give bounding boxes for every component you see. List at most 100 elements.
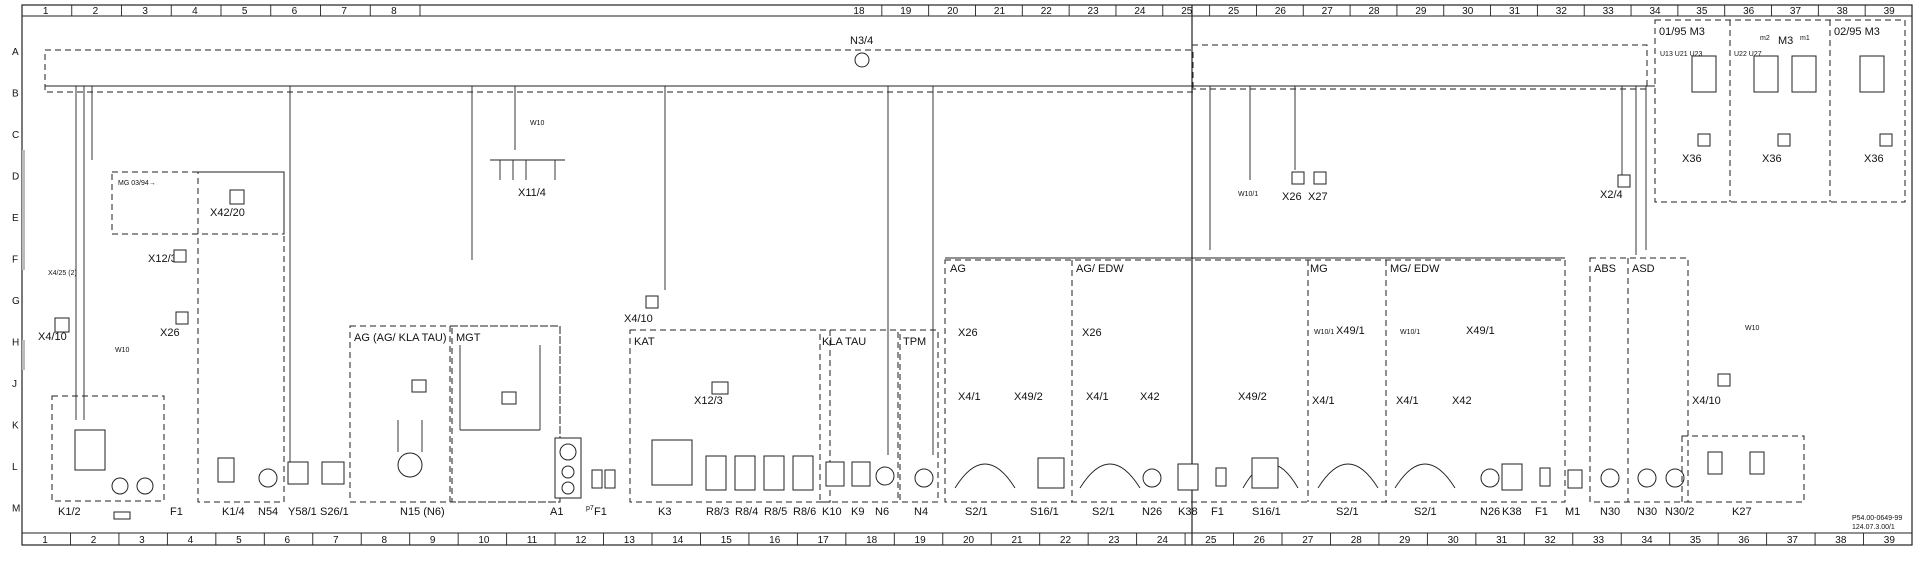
- relay-icon: [74, 429, 106, 471]
- group-mgt-label: MGT: [456, 332, 481, 344]
- component-label: A1: [550, 506, 563, 518]
- component-label: F1: [170, 506, 183, 518]
- component-label: R8/5: [764, 506, 787, 518]
- svg-text:X26: X26: [958, 327, 978, 339]
- component-label: K1/4: [222, 506, 245, 518]
- svg-text:X4/1: X4/1: [1312, 395, 1335, 407]
- kla-tau-box: [819, 329, 899, 503]
- k9-relay-icon: [851, 461, 871, 487]
- column-number: 24: [1134, 6, 1146, 17]
- m1-icon: [1567, 469, 1583, 489]
- switch-icon: [321, 461, 345, 485]
- svg-text:X2/4: X2/4: [1600, 189, 1623, 201]
- k38-relay-icon: [1177, 463, 1199, 491]
- column-number: 1: [42, 535, 48, 546]
- svg-text:X26: X26: [160, 327, 180, 339]
- svg-text:X4/10: X4/10: [1692, 395, 1721, 407]
- fuse-icon: [604, 469, 616, 489]
- group-m3b-m2: m2: [1760, 35, 1770, 42]
- svg-text:X26: X26: [1082, 327, 1102, 339]
- column-number: 32: [1556, 6, 1568, 17]
- svg-text:X42: X42: [1140, 391, 1160, 403]
- row-letter: L: [12, 462, 18, 473]
- row-letter: B: [12, 88, 19, 99]
- svg-text:X12/3: X12/3: [148, 253, 177, 265]
- component-label: M1: [1565, 506, 1580, 518]
- component-label: N4: [914, 506, 928, 518]
- column-number: 16: [769, 535, 781, 546]
- n30-icon-2: [1637, 468, 1657, 488]
- column-number: 21: [994, 6, 1006, 17]
- group-m3c-label: 02/95 M3: [1834, 26, 1880, 38]
- column-number: 18: [853, 6, 865, 17]
- component-label: N6: [875, 506, 889, 518]
- column-number: 32: [1545, 535, 1557, 546]
- svg-text:X4/1: X4/1: [1396, 395, 1419, 407]
- component-label: S2/1: [965, 506, 988, 518]
- column-number: 20: [947, 6, 959, 17]
- column-number: 8: [391, 6, 397, 17]
- motor-icon: [397, 452, 423, 478]
- x26-connector-4: [1291, 171, 1305, 185]
- column-number: 34: [1649, 6, 1661, 17]
- n4-icon: [914, 468, 934, 488]
- relay-icon: [217, 457, 235, 483]
- svg-text:p7: p7: [586, 505, 594, 512]
- svg-text:X12/3: X12/3: [694, 395, 723, 407]
- svg-text:X36: X36: [1864, 153, 1884, 165]
- svg-text:X49/2: X49/2: [1238, 391, 1267, 403]
- ag-kla-tau-box: [349, 325, 451, 503]
- x4-10-connector-left: [54, 317, 70, 333]
- n30-icon: [1600, 468, 1620, 488]
- column-number: 27: [1302, 535, 1314, 546]
- relay-icon: [1749, 451, 1765, 475]
- k10-relay-icon: [825, 461, 845, 487]
- fuse-icon: [1215, 467, 1227, 487]
- column-number: 9: [430, 535, 436, 546]
- svg-text:X49/2: X49/2: [1014, 391, 1043, 403]
- component-label: S26/1: [320, 506, 349, 518]
- group-mg-label: MG: [1310, 263, 1328, 275]
- column-number: 26: [1275, 6, 1287, 17]
- row-letter: D: [12, 171, 19, 182]
- pump-motor-icon: [1791, 55, 1817, 93]
- component-label: F1: [594, 506, 607, 518]
- svg-text:X49/1: X49/1: [1336, 325, 1365, 337]
- column-number: 31: [1509, 6, 1521, 17]
- svg-text:X42/20: X42/20: [210, 207, 245, 219]
- component-label: Y58/1: [288, 506, 317, 518]
- k27-box: [1681, 435, 1805, 503]
- svg-text:W10/1: W10/1: [1400, 329, 1420, 336]
- svg-text:X4/1: X4/1: [958, 391, 981, 403]
- motor-icon: [258, 468, 278, 488]
- svg-text:MG 03/94→: MG 03/94→: [118, 180, 156, 187]
- column-number: 38: [1837, 6, 1849, 17]
- motor-icon: [136, 477, 154, 495]
- column-number: 19: [915, 535, 927, 546]
- component-label: K3: [658, 506, 671, 518]
- column-number: 21: [1011, 535, 1023, 546]
- column-number: 17: [818, 535, 830, 546]
- column-number: 33: [1603, 6, 1615, 17]
- column-number: 29: [1415, 6, 1427, 17]
- column-number: 28: [1351, 535, 1363, 546]
- column-number: 30: [1462, 6, 1474, 17]
- component-label: S16/1: [1252, 506, 1281, 518]
- group-m3a-label: 01/95 M3: [1659, 26, 1705, 38]
- column-number: 6: [285, 535, 291, 546]
- connector-icon: [854, 52, 870, 68]
- column-number: 10: [478, 535, 490, 546]
- group-m3b-m1: m1: [1800, 35, 1810, 42]
- svg-text:W10/1: W10/1: [1238, 191, 1258, 198]
- group-asd-label: ASD: [1632, 263, 1655, 275]
- svg-text:X4/1: X4/1: [1086, 391, 1109, 403]
- row-letter: C: [12, 130, 19, 141]
- row-letter: H: [12, 337, 19, 348]
- m3-box: [1654, 19, 1906, 203]
- column-number: 22: [1041, 6, 1053, 17]
- component-label: S2/1: [1336, 506, 1359, 518]
- valve-icon: [287, 461, 309, 485]
- k3-relay-icon: [651, 439, 693, 486]
